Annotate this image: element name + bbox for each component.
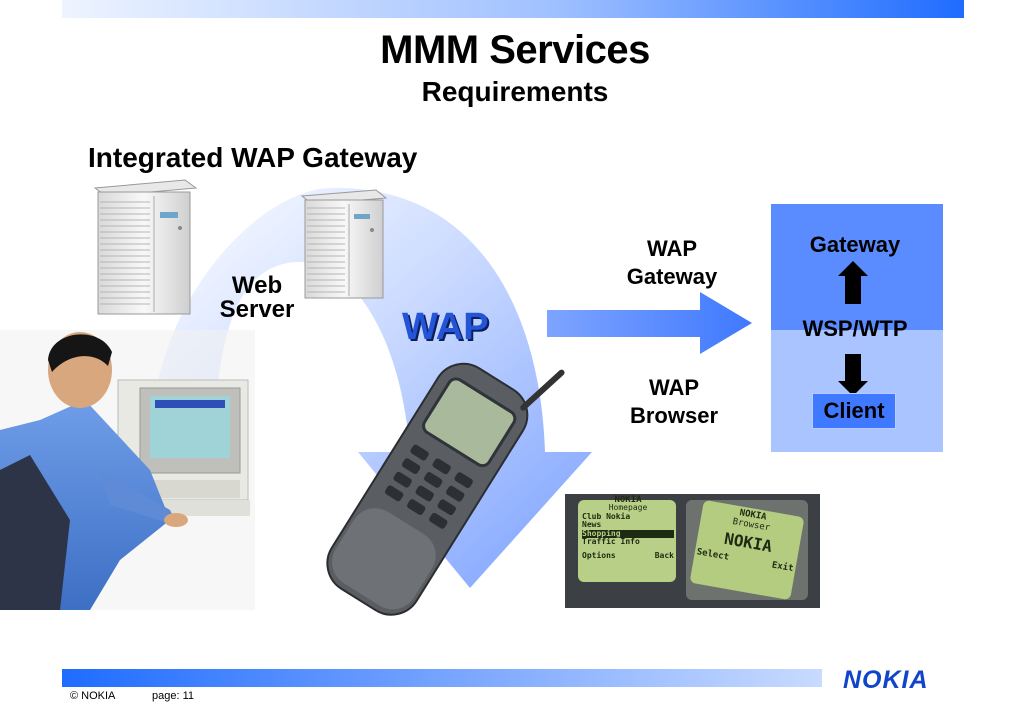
mobile-phone-illustration [326,362,565,616]
person-at-computer-illustration [0,330,255,610]
wap-gateway-label: WAP Gateway [612,237,732,289]
server-icon-right [300,189,388,299]
web-server-label-line1: Web [231,272,283,299]
phone-right-softkey: Back [654,551,674,561]
right-arrow [547,292,752,354]
page-number: page: 11 [152,690,195,702]
phone-menu-item: Club Nokia [582,511,631,521]
phone-brand: NOKIA [614,495,642,505]
top-gradient-bar [62,0,964,18]
slide-title: MMM Services [380,28,650,72]
section-heading: Integrated WAP Gateway [88,142,418,173]
wap-browser-line1: WAP [648,375,700,400]
web-server-label: Web Server [212,274,302,322]
phone-left-softkey: Options [582,551,616,561]
phone-left-screen: NOKIA Homepage Club Nokia News Shopping … [582,495,674,561]
slide-subtitle: Requirements [421,76,609,107]
wap-browser-line2: Browser [629,403,719,428]
web-server-label-line2: Server [219,296,295,323]
down-arrow-icon [838,354,868,396]
phone-menu-item-selected: Shopping [582,529,674,539]
copyright-text: © NOKIA [70,690,116,702]
phone-screens-photo [565,494,820,608]
bottom-gradient-bar [62,669,822,687]
phone-menu-item: News [582,520,602,530]
stack-client-label: Client [812,393,896,429]
wap-browser-label: WAP Browser [612,376,736,428]
server-icon-left [93,179,198,315]
up-arrow-icon [838,261,868,304]
stack-gateway-label: Gateway [809,232,901,257]
stack-wsp-wtp-label: WSP/WTP [802,316,908,341]
wap-gateway-line2: Gateway [626,264,718,289]
nokia-logo: NOKIA [843,666,929,694]
wap-gateway-line1: WAP [646,236,698,261]
phone-screen-title: Homepage [608,503,648,513]
phone-menu-item: Traffic Info [582,537,640,547]
wap-label: WAP [402,306,489,348]
